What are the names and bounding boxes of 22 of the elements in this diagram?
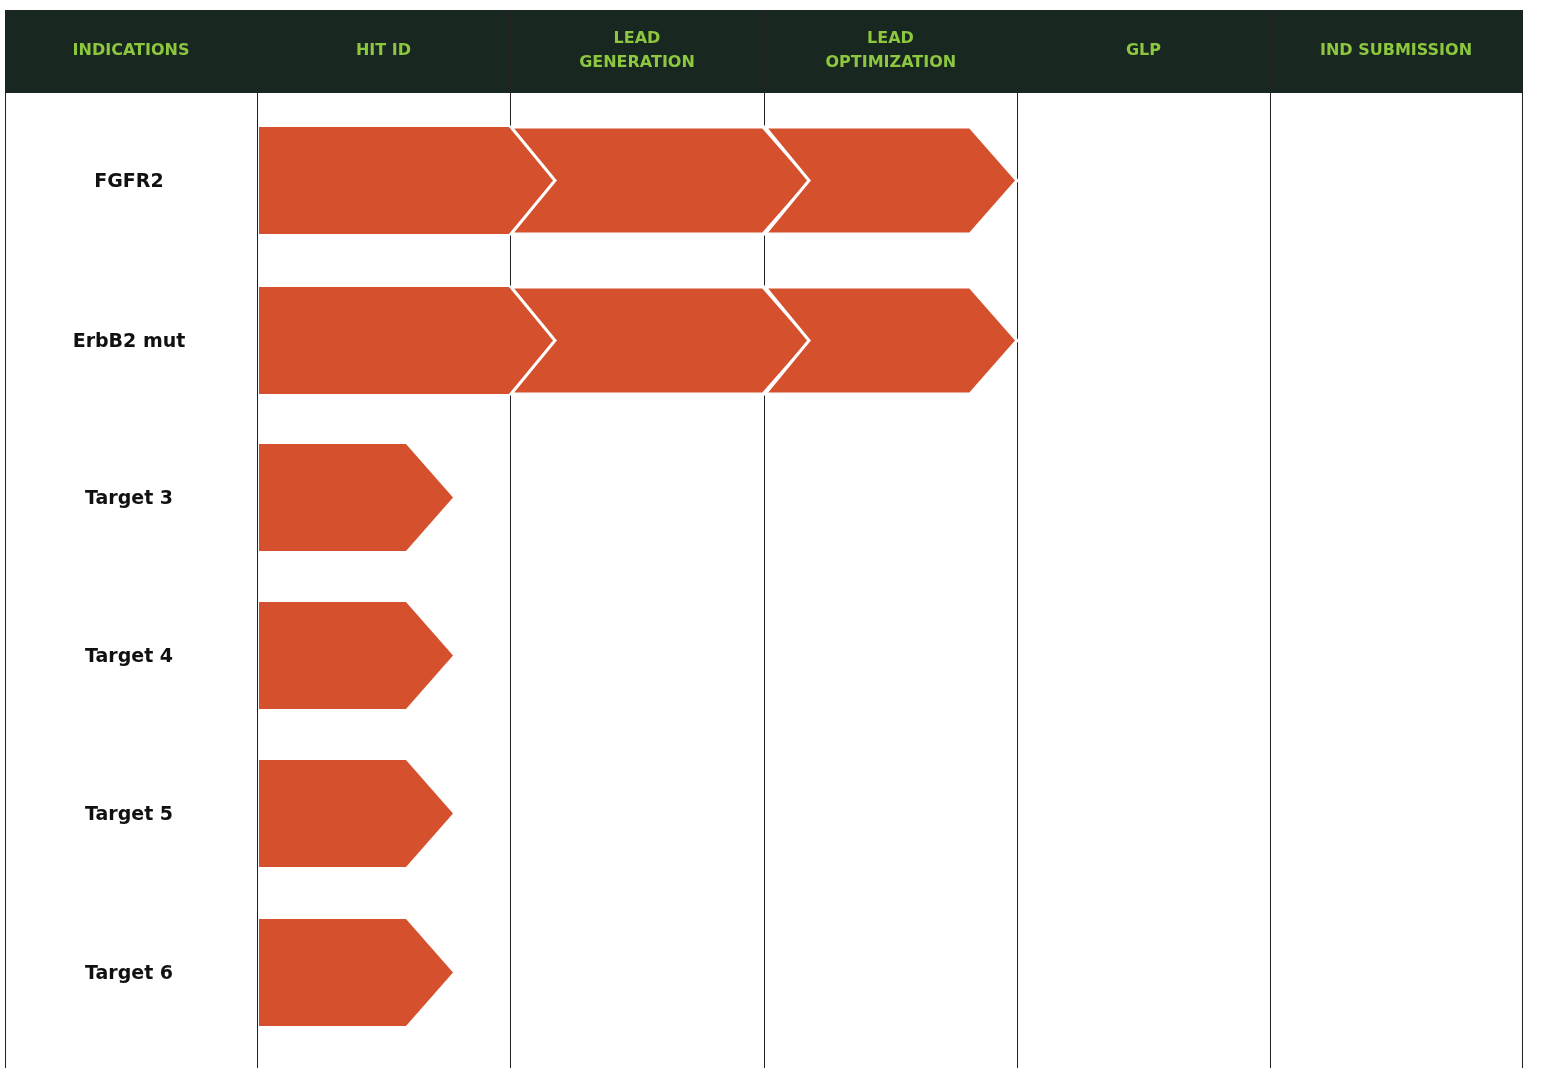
progress-bar — [765, 286, 1017, 394]
progress-bar — [259, 286, 556, 394]
row-label: ErbB2 mut — [72, 329, 186, 351]
progress-bar — [259, 918, 453, 1026]
row-label: Target 5 — [84, 802, 174, 824]
row-label: Target 4 — [84, 644, 174, 666]
progress-bar — [259, 601, 453, 709]
row-label: Target 3 — [84, 486, 174, 508]
progress-bar — [511, 286, 810, 394]
row-label: FGFR2 — [94, 169, 164, 191]
progress-bar — [511, 126, 810, 234]
column-header: INDICATIONS — [71, 39, 191, 61]
column-header: IND SUBMISSION — [1318, 39, 1474, 61]
column-header: LEAD OPTIMIZATION — [825, 27, 956, 73]
column-header: GLP — [1124, 39, 1163, 61]
progress-bar — [259, 759, 453, 867]
column-header: HIT ID — [354, 39, 413, 61]
row-label: Target 6 — [84, 961, 174, 983]
column-header: LEAD GENERATION — [578, 27, 696, 73]
progress-bar — [259, 126, 556, 234]
progress-bar — [259, 443, 453, 551]
progress-bar — [765, 126, 1017, 234]
